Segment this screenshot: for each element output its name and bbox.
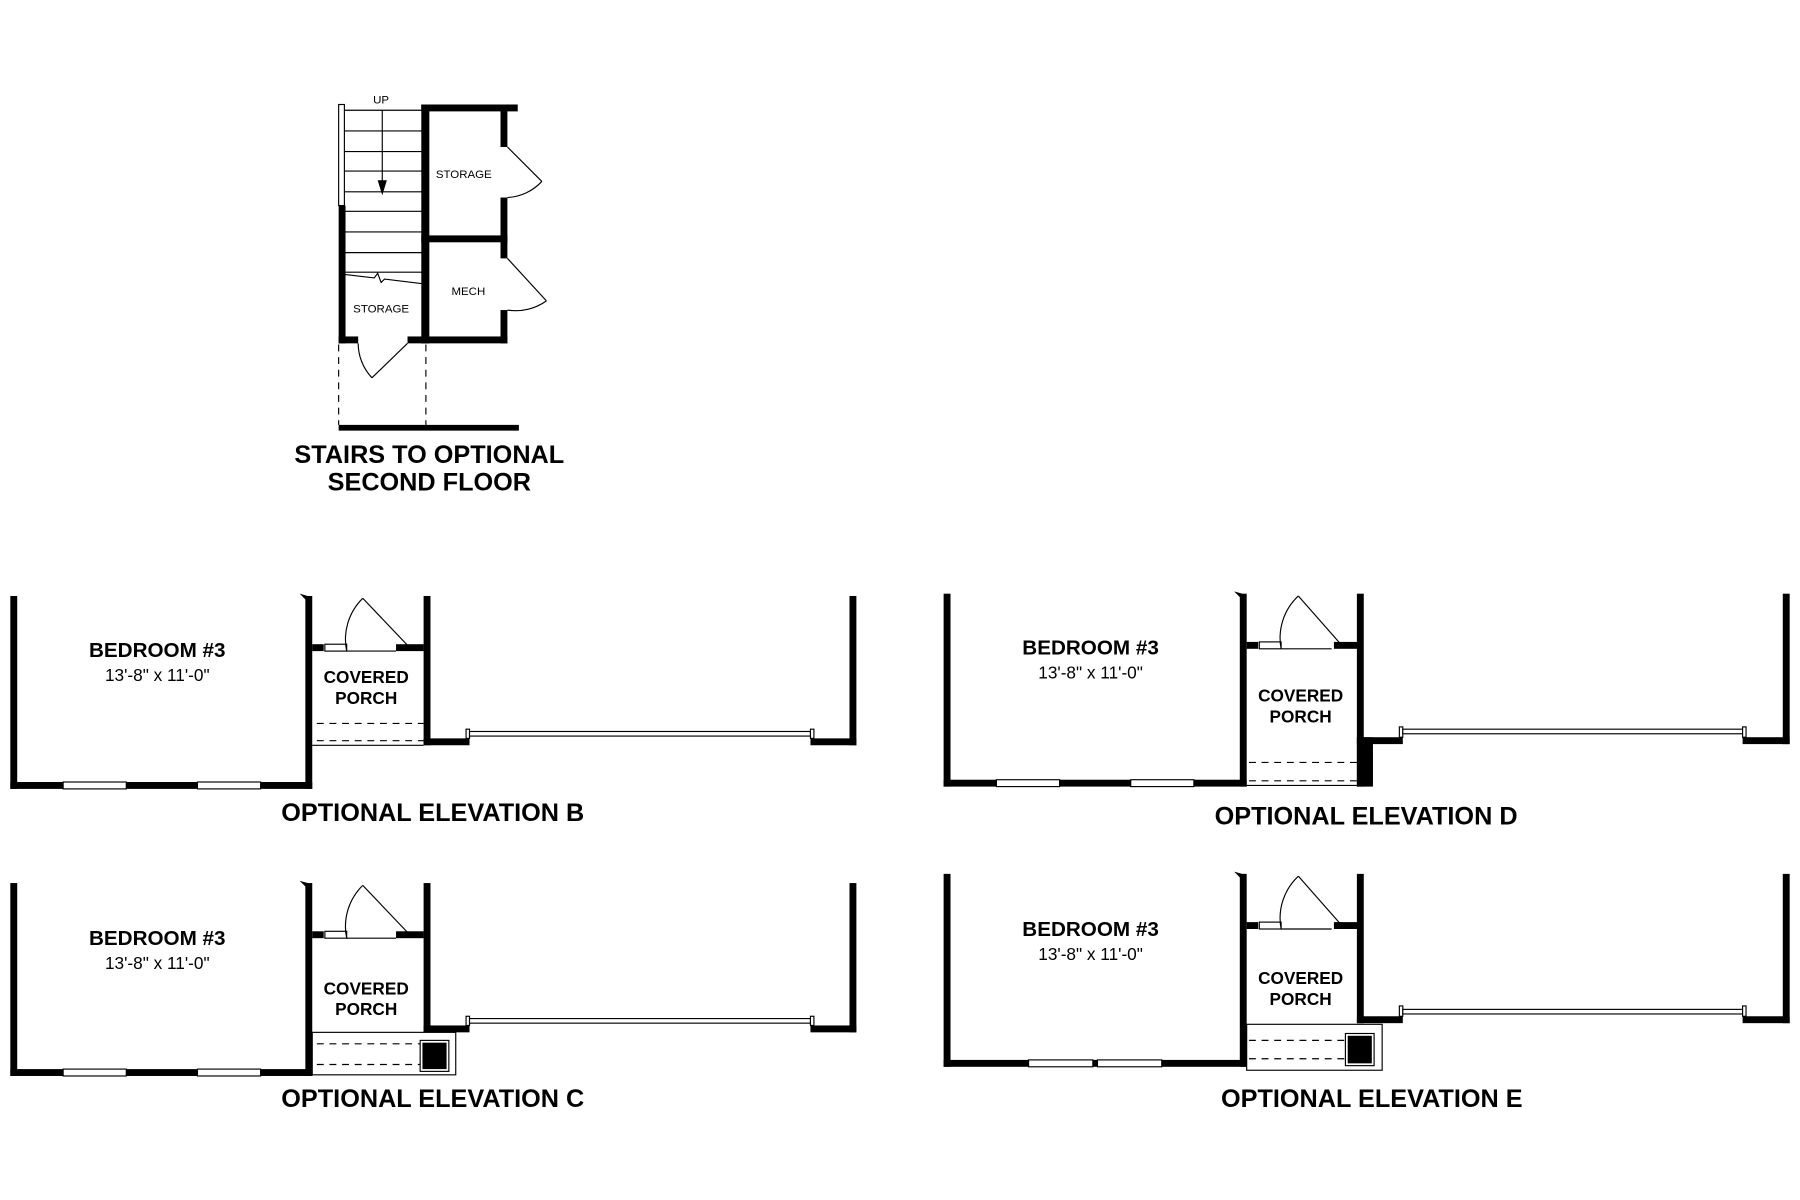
storage-door-lower[interactable]: [357, 342, 408, 379]
porch-right-wall: [1356, 593, 1364, 787]
porch-right-wall: [423, 595, 431, 746]
stairs-title-line2: SECOND FLOOR: [328, 468, 531, 496]
room-label: BEDROOM #3: [1022, 918, 1159, 941]
mech-door[interactable]: [506, 257, 547, 312]
window: [1096, 1059, 1163, 1068]
elevation-title: OPTIONAL ELEVATION B: [281, 799, 584, 827]
elevation-title: OPTIONAL ELEVATION D: [1215, 802, 1518, 830]
porch-label-line2: PORCH: [1270, 706, 1332, 726]
window: [1027, 1059, 1094, 1068]
mech-label: MECH: [451, 286, 485, 298]
bedroom-left-wall: [943, 593, 951, 787]
window: [995, 779, 1061, 788]
porch-column: [422, 1042, 447, 1070]
front-door[interactable]: [1279, 595, 1342, 649]
stairs-title-line1: STAIRS TO OPTIONAL: [294, 441, 564, 469]
porch-label-line1: COVERED: [324, 978, 409, 998]
porch-label-line1: COVERED: [1258, 686, 1343, 706]
bedroom-left-wall: [10, 595, 18, 789]
room-dimensions: 13'-8" x 11'-0": [105, 953, 210, 973]
bedroom-left-wall: [943, 873, 951, 1067]
elevation-c-plan: BEDROOM #3 13'-8" x 11'-0" COVERED PORCH…: [10, 880, 857, 1113]
bedroom-bottom-wall: [10, 1069, 313, 1076]
storage-lower-label: STORAGE: [353, 303, 409, 315]
storage-top-wall: [421, 104, 518, 112]
storage-door-upper[interactable]: [506, 146, 543, 199]
garage-door[interactable]: [1402, 1008, 1744, 1015]
window: [1258, 921, 1282, 930]
bedroom-right-wall: [305, 595, 313, 789]
room-label: BEDROOM #3: [89, 639, 226, 662]
garage-door[interactable]: [1402, 728, 1744, 735]
elevation-d-plan: BEDROOM #3 13'-8" x 11'-0" COVERED PORCH…: [943, 591, 1790, 830]
bedroom-bottom-wall: [943, 779, 1247, 787]
stair-treads: [344, 109, 423, 273]
garage-right-wall: [849, 595, 857, 746]
window: [62, 1068, 127, 1077]
stair-up-label: UP: [373, 94, 389, 106]
garage-door[interactable]: [468, 730, 812, 737]
stair-railing: [338, 103, 345, 207]
stairs-plan: UP STORAGE M: [294, 94, 564, 496]
porch-label-line2: PORCH: [335, 688, 397, 708]
window: [1130, 779, 1195, 788]
porch-column: [1347, 1035, 1372, 1064]
front-door[interactable]: [344, 597, 410, 652]
bedroom-right-wall: [1239, 873, 1247, 1067]
storage-mech-divider: [421, 235, 508, 243]
porch-label-line2: PORCH: [335, 999, 397, 1019]
bedroom-right-wall: [305, 883, 313, 1076]
room-label: BEDROOM #3: [89, 927, 226, 950]
window: [324, 930, 348, 939]
room-dimensions: 13'-8" x 11'-0": [1038, 944, 1143, 964]
porch-right-wall: [423, 883, 431, 1033]
bedroom-right-wall: [1239, 593, 1247, 787]
stair-break-line: [344, 272, 423, 285]
window: [1258, 641, 1282, 650]
arrow-down-icon: [377, 180, 387, 196]
elevation-title: OPTIONAL ELEVATION E: [1221, 1085, 1523, 1113]
porch-label-line1: COVERED: [1258, 968, 1343, 988]
bedroom-bottom-wall: [10, 782, 313, 789]
window: [62, 781, 127, 790]
garage-door[interactable]: [468, 1017, 812, 1024]
elevation-title: OPTIONAL ELEVATION C: [281, 1085, 584, 1113]
porch-right-wall: [1356, 873, 1364, 1024]
garage-right-wall: [1782, 873, 1790, 1024]
elevation-e-plan: BEDROOM #3 13'-8" x 11'-0" COVERED PORCH…: [943, 871, 1790, 1113]
bedroom-bottom-wall: [943, 1059, 1247, 1067]
storage-upper-label: STORAGE: [436, 169, 492, 181]
porch-label-line1: COVERED: [324, 667, 409, 687]
stair-center-wall: [421, 104, 430, 344]
mech-bottom-wall: [421, 336, 508, 344]
room-label: BEDROOM #3: [1022, 637, 1159, 660]
room-dimensions: 13'-8" x 11'-0": [105, 665, 210, 685]
front-door[interactable]: [1279, 875, 1342, 930]
room-dimensions: 13'-8" x 11'-0": [1038, 663, 1143, 683]
garage-right-wall: [849, 883, 857, 1033]
front-door[interactable]: [344, 884, 410, 939]
garage-right-wall: [1782, 593, 1790, 745]
window: [196, 781, 262, 790]
porch-label-line2: PORCH: [1270, 989, 1332, 1009]
stair-left-wall: [338, 205, 346, 344]
window: [324, 643, 348, 652]
window: [196, 1068, 262, 1077]
elevation-b-plan: BEDROOM #3 13'-8" x 11'-0" COVERED PORCH…: [10, 593, 857, 827]
stair-base-wall: [338, 424, 519, 431]
bedroom-left-wall: [10, 883, 18, 1076]
